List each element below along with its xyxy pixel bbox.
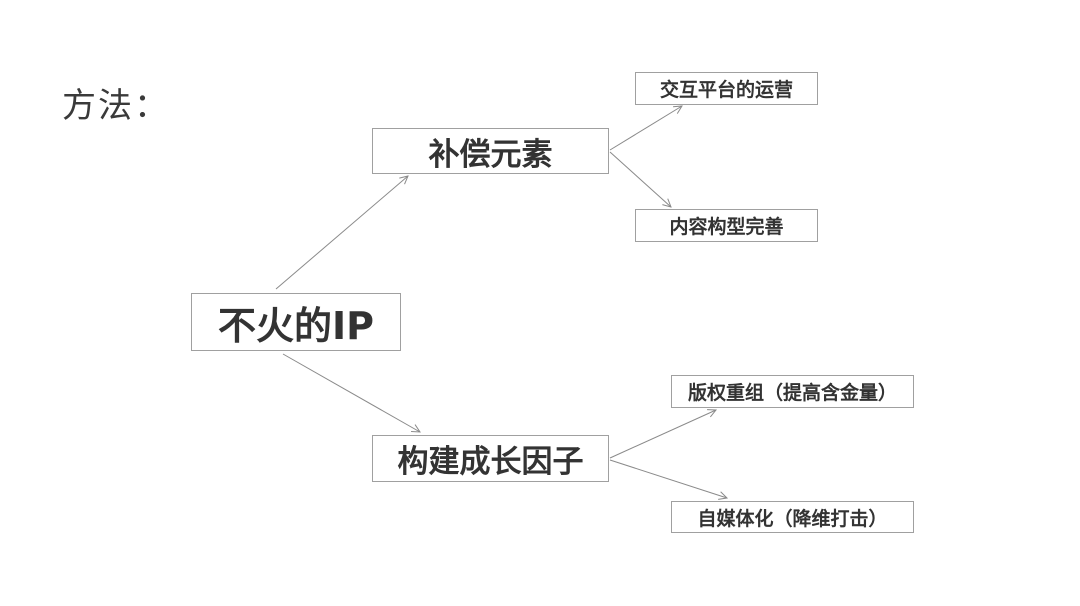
edge-root-to-branch-2 <box>282 353 420 432</box>
leaf-node-content-structure: 内容构型完善 <box>635 209 818 242</box>
edge-branch-1-to-leaf-1 <box>609 106 682 151</box>
branch-node-growth: 构建成长因子 <box>372 435 609 482</box>
edge-root-to-branch-1 <box>275 176 408 290</box>
leaf-node-copyright-reorg: 版权重组（提高含金量） <box>671 375 914 408</box>
branch-node-compensation: 补偿元素 <box>372 128 609 174</box>
slide-title: 方法： <box>62 86 170 126</box>
edge-branch-2-to-leaf-3 <box>609 410 716 459</box>
edge-branch-1-to-leaf-2 <box>609 151 671 207</box>
edge-branch-2-to-leaf-4 <box>609 459 727 498</box>
leaf-node-self-media: 自媒体化（降维打击） <box>671 501 914 533</box>
root-node: 不火的IP <box>191 293 401 351</box>
leaf-node-platform-operation: 交互平台的运营 <box>635 72 818 105</box>
